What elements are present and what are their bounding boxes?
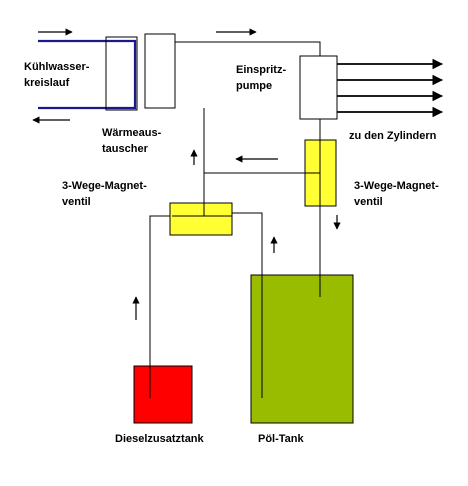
label-cylinders: zu den Zylindern xyxy=(349,130,437,142)
fuel-lines xyxy=(149,41,321,398)
label-valve-right-line1: 3-Wege-Magnet- xyxy=(354,180,439,192)
label-valve-left-line2: ventil xyxy=(62,196,91,208)
flow-arrows xyxy=(32,28,341,320)
label-pump-line2: pumpe xyxy=(236,80,272,92)
label-valve-right-line2: ventil xyxy=(354,196,383,208)
label-diesel-tank: Dieselzusatztank xyxy=(115,433,205,445)
diesel-tank xyxy=(133,365,193,424)
label-coolant-line2: kreislauf xyxy=(24,77,70,89)
injection-pump xyxy=(299,55,338,120)
label-valve-left-line1: 3-Wege-Magnet- xyxy=(62,180,147,192)
line-hx-to-pump-top xyxy=(175,41,321,56)
line-left-valve-to-diesel xyxy=(149,215,172,398)
label-hx-line2: tauscher xyxy=(102,143,149,155)
heat-exchanger-right xyxy=(144,33,176,109)
cylinder-outlets xyxy=(337,58,444,118)
oil-tank xyxy=(250,274,354,424)
label-coolant-line1: Kühlwasser- xyxy=(24,61,90,73)
label-oil-tank: Pöl-Tank xyxy=(258,433,305,445)
heat-exchanger-left xyxy=(105,36,138,111)
coolant-loop-line xyxy=(38,39,137,110)
label-pump-line1: Einspritz- xyxy=(236,64,286,76)
label-hx-line1: Wärmeaus- xyxy=(102,127,162,139)
valve-left xyxy=(169,202,233,236)
